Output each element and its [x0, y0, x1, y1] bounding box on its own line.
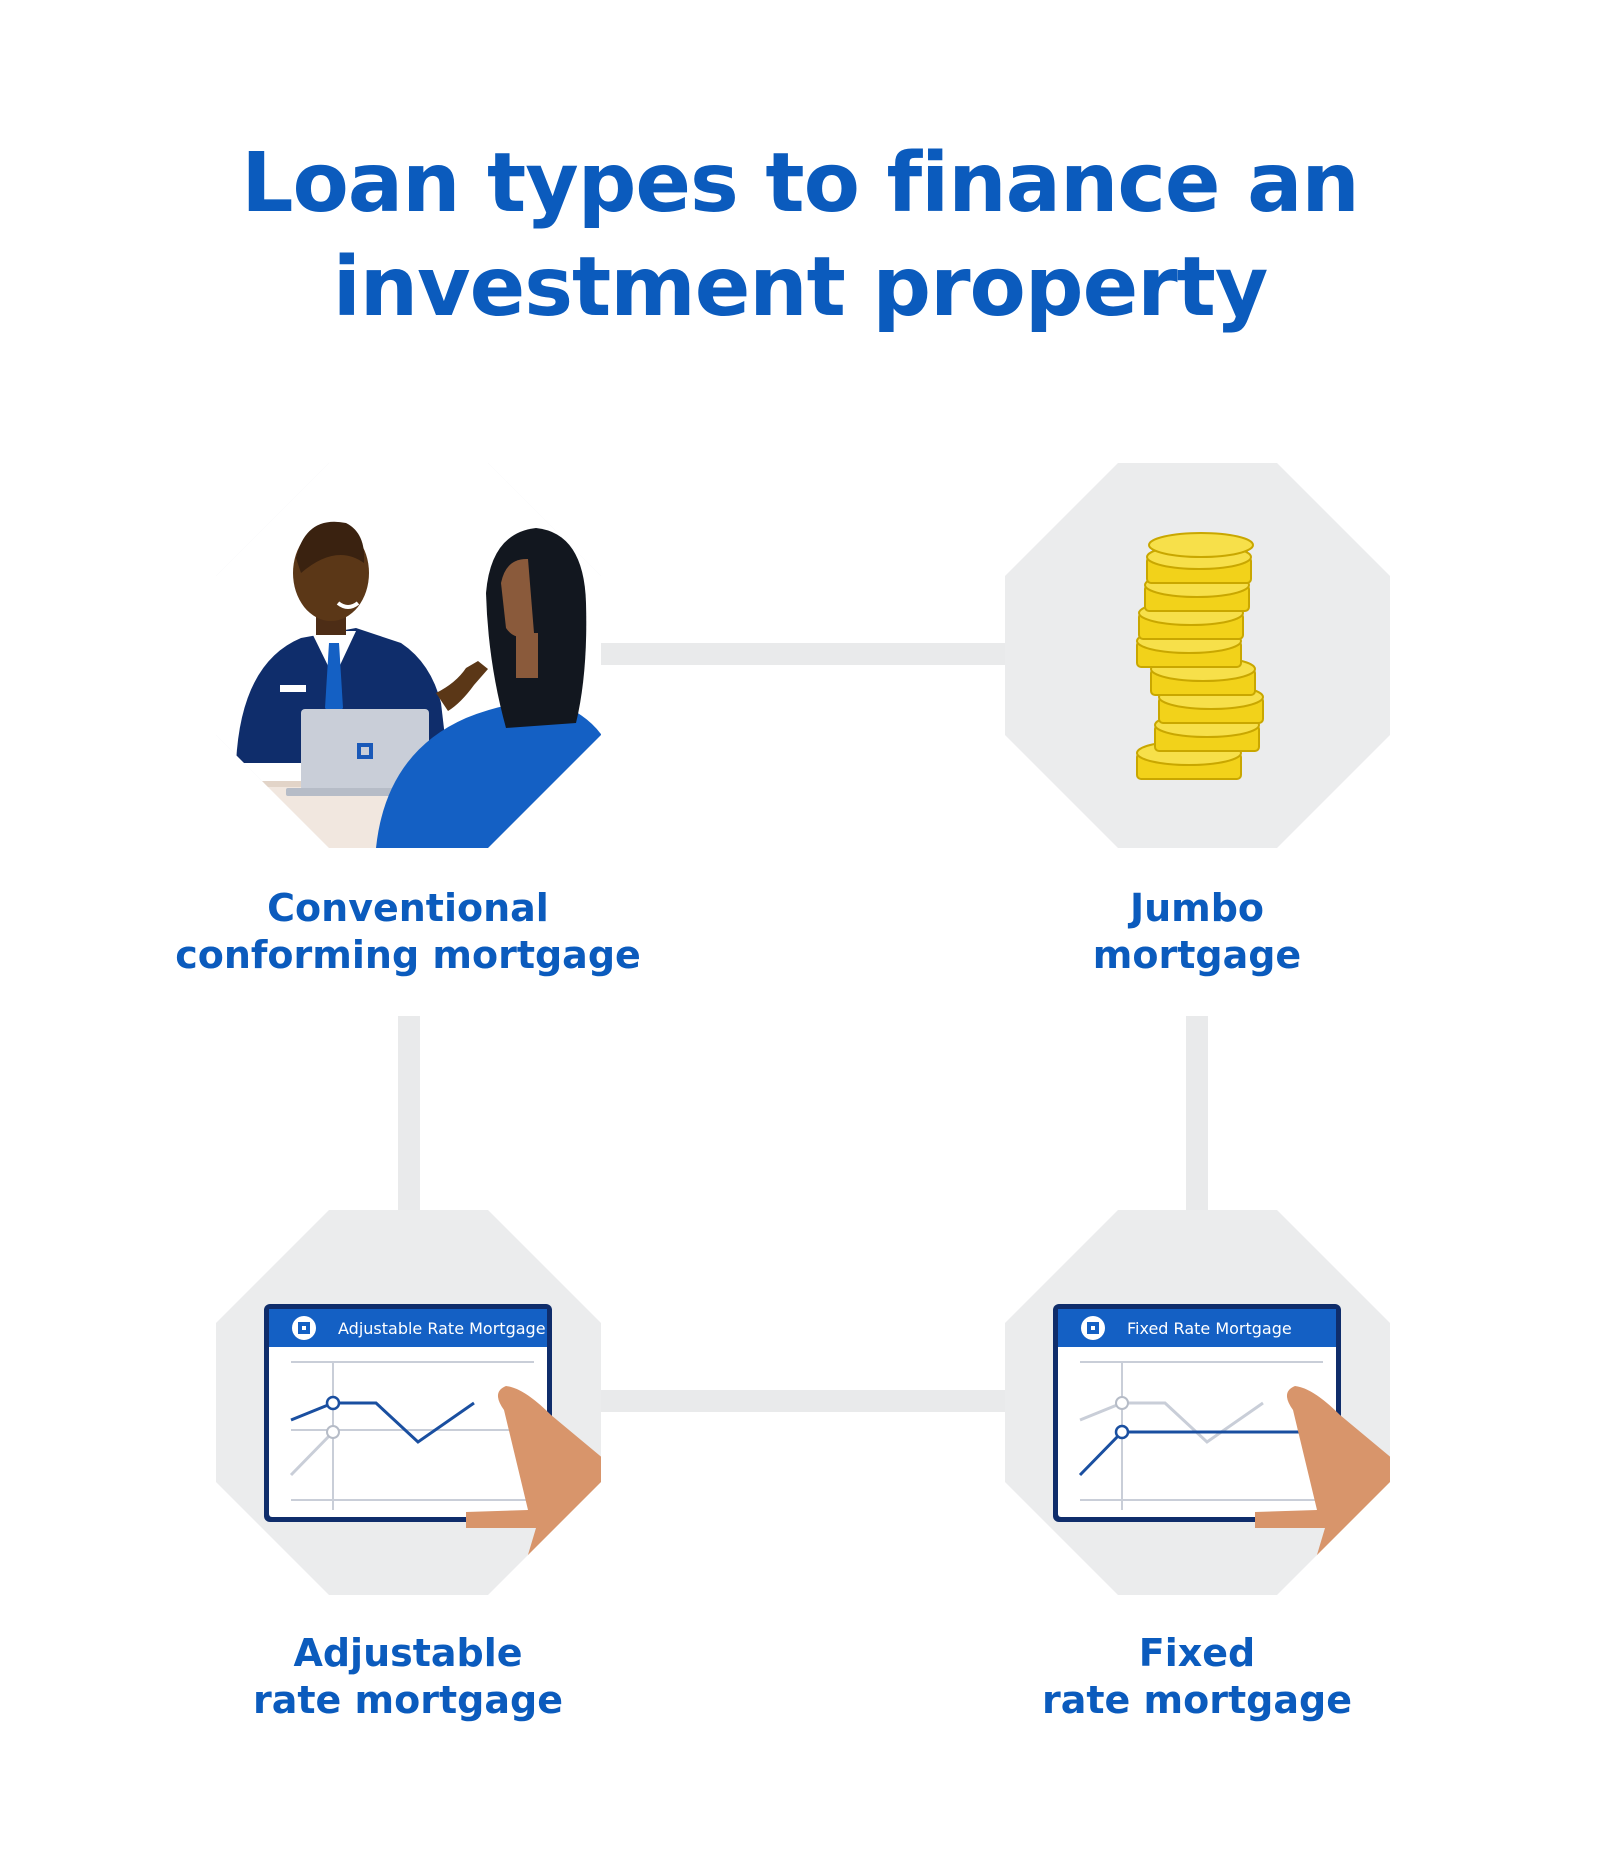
coin-stack-icon: [1005, 463, 1390, 848]
conventional-label-line-1: Conventional: [267, 886, 549, 930]
tablet-chart-adjustable-icon: Adjustable Rate Mortgage: [216, 1210, 601, 1595]
page-title-line-1: Loan types to finance an: [241, 136, 1360, 231]
connector-left: [398, 1016, 420, 1210]
connector-bottom: [600, 1390, 1005, 1412]
conventional-mortgage-label: Conventional conforming mortgage: [128, 885, 688, 979]
connector-top: [600, 643, 1005, 665]
conventional-mortgage-illustration: [216, 463, 601, 848]
page-title-line-2: investment property: [332, 240, 1269, 335]
conventional-label-line-2: conforming mortgage: [175, 933, 641, 977]
jumbo-label-line-1: Jumbo: [1129, 886, 1265, 930]
fixed-rate-mortgage-illustration: Fixed Rate Mortgage: [1005, 1210, 1390, 1595]
adjustable-screen-title: Adjustable Rate Mortgage: [338, 1319, 546, 1338]
fixed-screen-title: Fixed Rate Mortgage: [1127, 1319, 1292, 1338]
banker-and-client-icon: [216, 463, 601, 848]
adjustable-rate-mortgage-illustration: Adjustable Rate Mortgage: [216, 1210, 601, 1595]
jumbo-mortgage-label: Jumbo mortgage: [917, 885, 1477, 979]
page-title: Loan types to finance an investment prop…: [0, 132, 1600, 340]
tablet-chart-fixed-icon: Fixed Rate Mortgage: [1005, 1210, 1390, 1595]
jumbo-mortgage-illustration: [1005, 463, 1390, 848]
fixed-label-line-2: rate mortgage: [1042, 1678, 1352, 1722]
jumbo-label-line-2: mortgage: [1092, 933, 1302, 977]
fixed-label-line-1: Fixed: [1138, 1631, 1256, 1675]
fixed-rate-mortgage-label: Fixed rate mortgage: [917, 1630, 1477, 1724]
connector-right: [1186, 1016, 1208, 1210]
adjustable-label-line-1: Adjustable: [293, 1631, 523, 1675]
adjustable-label-line-2: rate mortgage: [253, 1678, 563, 1722]
adjustable-rate-mortgage-label: Adjustable rate mortgage: [128, 1630, 688, 1724]
